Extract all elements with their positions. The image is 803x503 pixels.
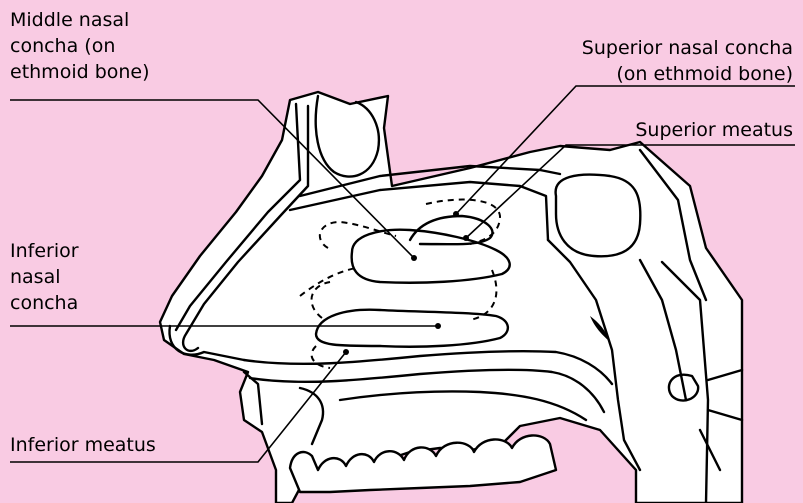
label-superior-nasal-concha: Superior nasal concha (on ethmoid bone) <box>582 35 793 87</box>
label-superior-meatus: Superior meatus <box>635 117 793 143</box>
head-outline <box>160 92 742 503</box>
label-inferior-meatus: Inferior meatus <box>10 432 156 458</box>
label-middle-nasal-concha: Middle nasal concha (on ethmoid bone) <box>10 7 150 85</box>
label-inferior-nasal-concha: Inferior nasal concha <box>10 238 79 316</box>
